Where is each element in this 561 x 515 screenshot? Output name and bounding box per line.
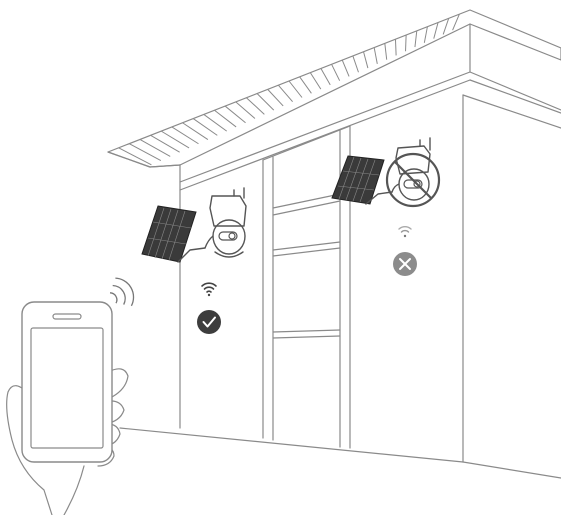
solar-panel-icon xyxy=(332,156,392,204)
camera-icon xyxy=(387,138,439,206)
roof-hatch-line xyxy=(129,144,161,161)
roof-hatch-line xyxy=(342,60,349,76)
hand-with-phone xyxy=(7,274,139,515)
roof-hatch-line xyxy=(236,102,255,119)
roof-hatch-line xyxy=(364,52,368,68)
roof-hatch-line xyxy=(353,56,359,72)
roof-hatch-line xyxy=(278,85,292,102)
roof-hatching xyxy=(119,14,460,165)
camera-no-signal xyxy=(332,138,439,276)
roof-hatch-line xyxy=(415,31,417,47)
camera-icon xyxy=(205,188,246,257)
roof-hatch-line xyxy=(172,127,199,144)
roof-hatch-line xyxy=(424,27,427,43)
cross-icon xyxy=(393,252,417,276)
roof-hatch-line xyxy=(161,131,189,148)
roof-hatch-line xyxy=(257,94,274,111)
roof-hatch-line xyxy=(434,23,438,39)
roof-hatch-line xyxy=(289,81,302,98)
roof-hatch-line xyxy=(395,39,396,55)
roof-hatch-line xyxy=(385,43,387,59)
roof-hatch-line xyxy=(310,73,321,89)
roof-hatch-line xyxy=(374,48,377,64)
wifi-icon xyxy=(399,227,411,237)
roof-eave xyxy=(108,10,561,182)
roof-hatch-line xyxy=(268,89,283,106)
roof-hatch-line xyxy=(183,123,208,140)
roof-hatch-line xyxy=(140,139,170,156)
checkmark-icon xyxy=(197,310,221,334)
wifi-icon xyxy=(202,283,216,296)
roof-hatch-line xyxy=(406,35,407,51)
roof-hatch-line xyxy=(332,64,340,80)
solar-panel-icon xyxy=(142,206,205,262)
smartphone-icon xyxy=(22,302,112,462)
door xyxy=(263,126,350,448)
roof-hatch-line xyxy=(321,68,330,84)
roof-hatch-line xyxy=(300,77,312,93)
roof-hatch-line xyxy=(246,98,264,115)
signal-waves-icon xyxy=(105,274,139,312)
building-wall xyxy=(120,80,561,478)
camera-good-signal xyxy=(142,188,246,334)
roof-hatch-line xyxy=(151,135,180,152)
